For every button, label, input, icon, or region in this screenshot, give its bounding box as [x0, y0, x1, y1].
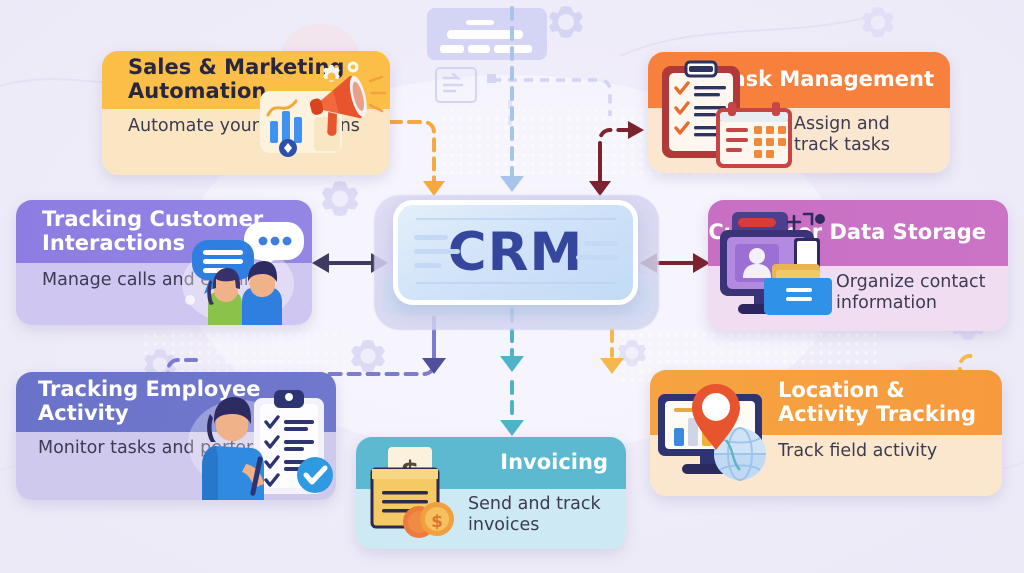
card-invoicing[interactable]: Invoicing Send and track invoices $ — [356, 437, 626, 549]
card-customer-data-storage[interactable]: Customer Data Storage Organize contact i… — [708, 200, 1008, 331]
card-track-subtitle: Manage calls and emails — [42, 270, 258, 290]
card-inv-body: Send and track invoices — [356, 489, 626, 549]
card-data-header: Customer Data Storage — [708, 200, 1008, 266]
card-task-header: Task Management — [648, 52, 950, 108]
card-tracking-customer-interactions[interactable]: Tracking Customer Interactions Manage ca… — [16, 200, 312, 325]
card-emp-header: Tracking Employee Activity — [16, 372, 336, 432]
card-data-subtitle: Organize contact information — [836, 272, 986, 314]
card-data-body: Organize contact information — [708, 266, 1008, 331]
card-task-title: Task Management — [719, 67, 934, 92]
card-inv-subtitle: Send and track invoices — [468, 494, 601, 536]
card-track-title: Tracking Customer Interactions — [42, 206, 264, 255]
card-track-header: Tracking Customer Interactions — [16, 200, 312, 263]
card-data-title: Customer Data Storage — [708, 220, 986, 245]
card-sales-subtitle: Automate your campaigns — [128, 116, 360, 136]
card-inv-header: Invoicing — [356, 437, 626, 489]
card-loc-title: Location & Activity Tracking — [778, 377, 977, 426]
card-task-subtitle: Assign and track tasks — [794, 114, 891, 156]
card-location-activity-tracking[interactable]: Location & Activity Tracking Track field… — [650, 370, 1002, 496]
card-sales-body: Automate your campaigns — [102, 109, 390, 175]
card-task-management[interactable]: Task Management Assign and track tasks — [648, 52, 950, 173]
card-loc-subtitle: Track field activity — [778, 441, 938, 461]
card-task-body: Assign and track tasks — [648, 108, 950, 173]
card-sales-header: Sales & Marketing Automation — [102, 51, 390, 109]
connector-hub-to-sales — [388, 120, 445, 196]
card-emp-body: Monitor tasks and performance — [16, 432, 336, 500]
card-loc-header: Location & Activity Tracking — [650, 370, 1002, 435]
card-tracking-employee-activity[interactable]: Tracking Employee Activity Monitor tasks… — [16, 372, 336, 500]
card-sales-marketing-automation[interactable]: Sales & Marketing Automation Automate yo… — [102, 51, 390, 175]
card-inv-title: Invoicing — [500, 450, 608, 475]
card-emp-subtitle: Monitor tasks and performance — [38, 438, 313, 458]
connector-hub-to-task — [589, 121, 644, 196]
crm-hub[interactable]: CRM — [393, 200, 638, 305]
card-emp-title: Tracking Employee Activity — [38, 377, 261, 425]
card-sales-title: Sales & Marketing Automation — [128, 55, 345, 103]
card-track-body: Manage calls and emails — [16, 263, 312, 325]
crm-hub-label: CRM — [447, 222, 584, 283]
card-loc-body: Track field activity — [650, 435, 1002, 496]
connector-hub-top-center — [500, 6, 524, 192]
